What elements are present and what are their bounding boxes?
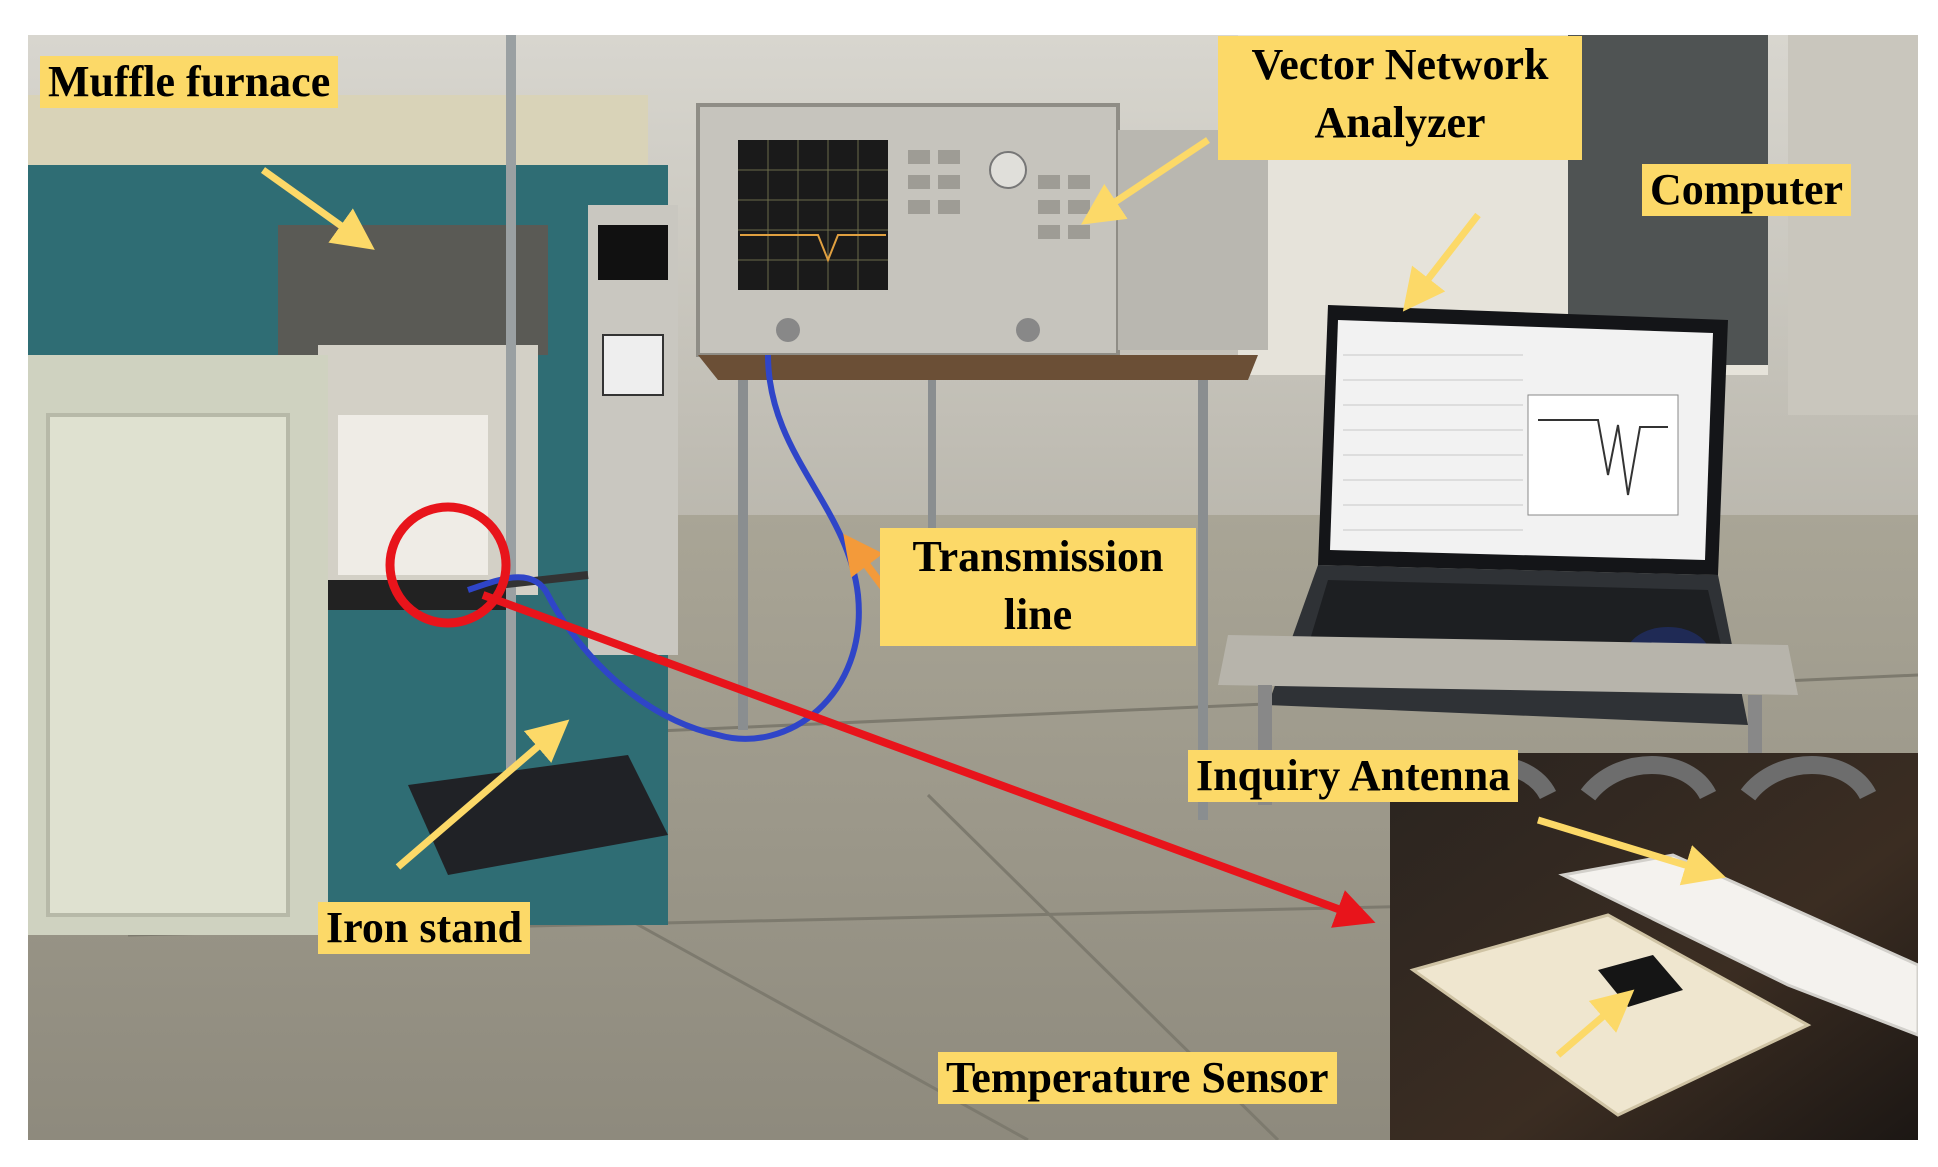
background-pillar <box>1788 35 1918 415</box>
label-transmission-line: Transmission line <box>880 528 1196 646</box>
inset-photo <box>1390 753 1918 1140</box>
arrow-computer <box>1402 212 1481 312</box>
label-temperature-sensor: Temperature Sensor <box>938 1052 1337 1104</box>
label-vna-line2: Analyzer <box>1314 98 1486 147</box>
red-arrow <box>481 591 1376 928</box>
label-vna-line1: Vector Network <box>1251 40 1549 89</box>
arrow-vna <box>1081 137 1210 225</box>
label-transmission-line2: line <box>1003 590 1073 639</box>
arrow-iron-stand <box>395 719 570 870</box>
label-vector-network-analyzer: Vector Network Analyzer <box>1218 36 1582 160</box>
laptop-computer <box>1218 305 1798 805</box>
label-inquiry-antenna: Inquiry Antenna <box>1188 750 1519 802</box>
transmission-cable <box>467 354 862 742</box>
label-muffle-furnace: Muffle furnace <box>40 56 339 108</box>
label-computer: Computer <box>1642 164 1852 216</box>
iron-stand <box>408 35 668 875</box>
arrow-muffle-furnace <box>260 167 375 250</box>
annotation-arrows <box>260 137 1727 1058</box>
highlight-circle <box>385 502 511 628</box>
label-transmission-line1: Transmission <box>912 532 1164 581</box>
vector-network-analyzer <box>696 103 1268 820</box>
arrow-inquiry-antenna <box>1536 816 1727 886</box>
label-iron-stand: Iron stand <box>318 902 531 954</box>
arrow-temperature-sensor <box>1555 989 1635 1058</box>
